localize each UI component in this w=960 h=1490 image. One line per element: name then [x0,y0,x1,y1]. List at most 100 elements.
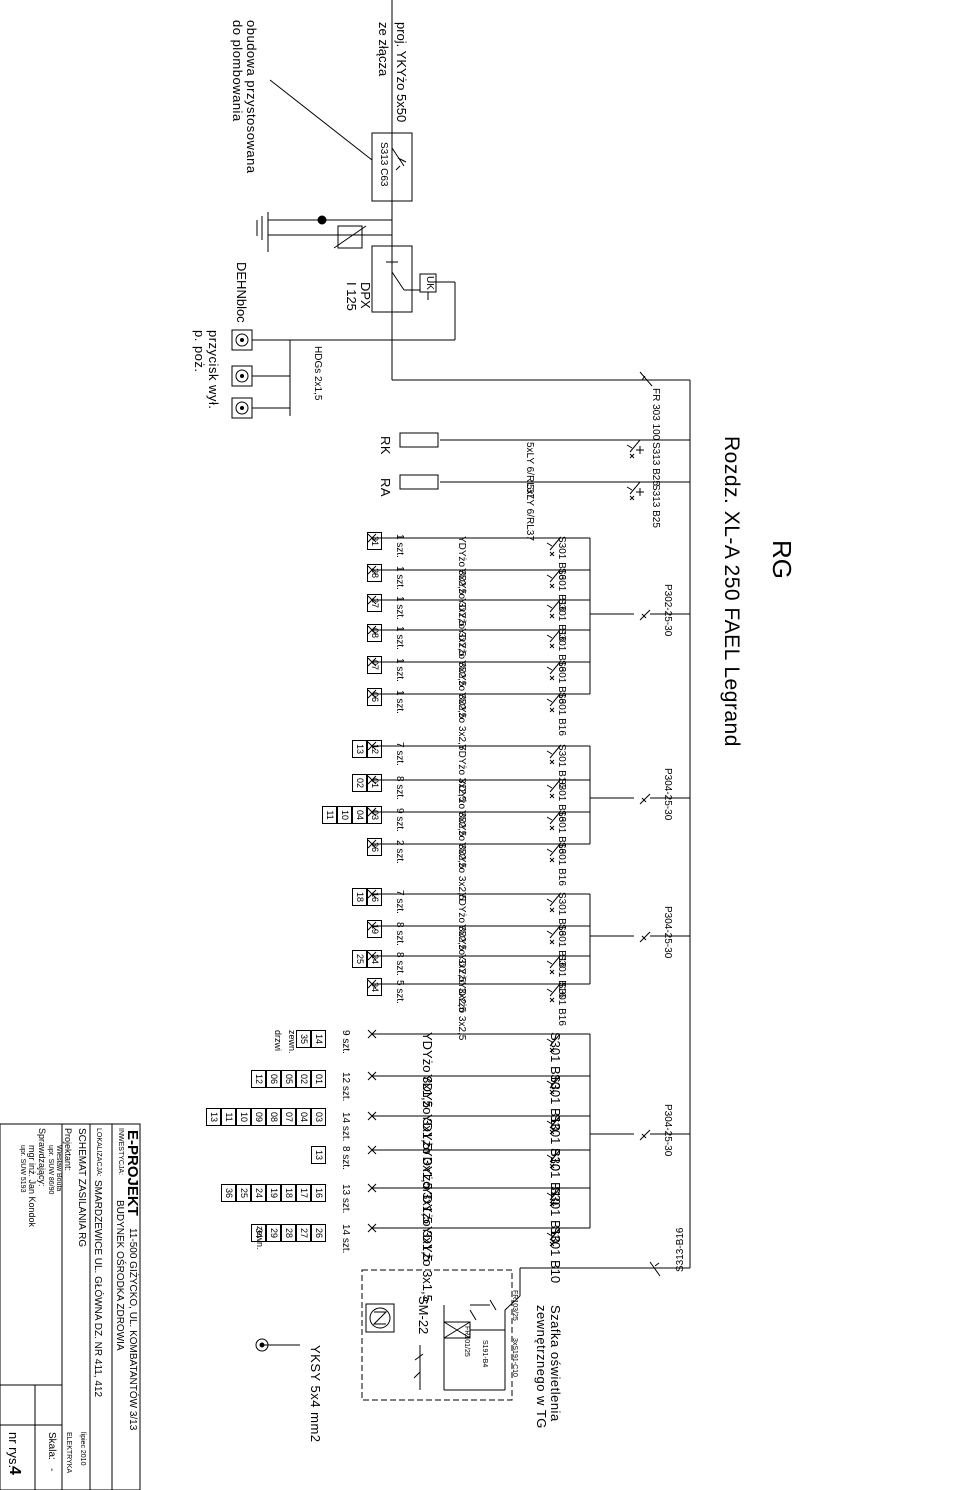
circuit-end-x [368,808,376,816]
fire-cable-label: HDGs 2x1,5 [312,346,323,401]
fr103-label: FR103/25 [511,1290,518,1321]
tb-location: SMARDZEWICE UL. GŁÓWNA DZ. NR 411, 412 [92,1180,103,1398]
light-circuit-id: 06 [266,1070,281,1088]
circuit-id: 13 [352,740,367,758]
breaker-symbol [547,630,560,648]
circuit-id: 18 [352,888,367,906]
supply-origin: ze złącza [376,22,391,77]
circuit-qty: 1 szt. [394,596,405,620]
circuit-breaker: S301 B10 [548,1226,563,1284]
light-circuit-id: 25 [236,1184,251,1202]
rk-ra-arrow [636,488,644,496]
light-circuit-id: 10 [236,1108,251,1126]
supply-cable: proj. YKYżo 5x50 [394,22,409,123]
s191-label: 3xS191-C10 [511,1338,518,1377]
main-breaker-box [372,133,412,201]
dpx-rating: I 125 [344,282,359,311]
outdoor-cable-label: YKSY 5x4 mm2 [308,1345,323,1443]
circuit-end-x [368,840,376,848]
light-circuit-id: 27 [296,1224,311,1242]
rcd-label: P304-25-30 [662,1104,673,1157]
rk-ra-name: RA [378,478,393,498]
circuit-qty: 14 szt. [340,1112,351,1142]
rcd-symbol [640,610,650,620]
light-circuit-id: 13 [311,1146,326,1164]
circuit-qty: 13 szt. [340,1184,351,1214]
breaker-symbol [547,926,560,944]
fr101-label: FR101/25 [463,1326,470,1357]
light-circuit-id: 02 [296,1070,311,1088]
fire-button-label-1: przycisk wył. [206,330,221,410]
circuit-id: 11 [322,806,337,824]
breaker-symbol [547,1150,560,1168]
board-code: RG [767,540,797,579]
rk-ra-box [400,433,438,447]
circuit-end-x [368,626,376,634]
tb-checker-label: Sprawdzający: [37,1128,47,1187]
circuit-id: 34 [367,978,382,996]
circuit-breaker: S301 B16 [556,982,567,1026]
circuit-qty: 12 szt. [340,1072,351,1102]
breaker-symbol [547,1116,560,1134]
fr-switch [640,372,652,386]
light-circuit-id: 24 [251,1184,266,1202]
uk-label: UK [424,276,435,290]
tb-sheet: 4 [6,1466,23,1475]
tb-drawing: SCHEMAT ZASILANIA RG [76,1128,87,1248]
surge-label: DEHNbloc [234,262,249,323]
tb-checker: mgr inż. Jan Kondok [27,1145,37,1228]
circuit-qty: 9 szt. [340,1030,351,1054]
circuit-end-x [368,566,376,574]
circuit-qty: 2 szt. [394,840,405,864]
circuit-qty: 7 szt. [394,742,405,766]
circuit-id: 06 [367,688,382,706]
circuit-id: 25 [352,950,367,968]
rk-ra-arrow [636,446,644,454]
circuit-end-x [368,596,376,604]
light-circuit-id: 36 [221,1184,236,1202]
dpx-label: DPX [358,282,373,309]
circuit-end-x [368,1224,376,1232]
circuit-qty: 9 szt. [394,808,405,832]
circuit-id: 28 [367,564,382,582]
circuit-end-x [368,1184,376,1192]
rcd-label: P302-25-30 [662,584,673,637]
housing-note-2: do plombowania [230,20,245,122]
fire-button-label-2: p. poż. [192,330,207,373]
circuit-end-x [368,890,376,898]
circuit-id: 02 [352,774,367,792]
circuit-qty: 8 szt. [394,952,405,976]
tb-inv-label: INWESTYCJA: [117,1128,124,1176]
light-circuit-id: 03 [311,1108,326,1126]
breaker-symbol [547,662,560,680]
circuit-breaker: S301 B16 [556,692,567,736]
board-title: Rozdz. XL-A 250 FAEL Legrand [720,436,743,747]
circuit-qty: 14 szt. [340,1224,351,1254]
dpx-contact [386,258,404,290]
light-circuit-id: 18 [281,1184,296,1202]
light-circuit-id: 14 [311,1030,326,1048]
breaker-symbol [547,812,560,830]
light-circuit-id: 01 [311,1070,326,1088]
circuit-qty: 1 szt. [394,658,405,682]
circuit-end-x [368,980,376,988]
circuit-id: 36 [367,838,382,856]
circuit-end-x [368,776,376,784]
circuit-end-x [368,690,376,698]
breaker-symbol [547,1076,560,1094]
title-block-frame [0,1124,140,1490]
breaker-symbol [547,1188,560,1206]
light-circuit-id: 19 [266,1184,281,1202]
breaker-symbol [547,844,560,862]
light-circuit-id: 08 [266,1108,281,1126]
circuit-qty: 7 szt. [394,890,405,914]
circuit-id: 10 [337,806,352,824]
dpx-box [372,246,412,312]
rcd-symbol [640,1130,650,1140]
circuit-end-x [368,658,376,666]
fr-label: FR 303 100 [650,388,661,441]
note-zewn: zewn. [287,1030,297,1054]
circuit-qty: 1 szt. [394,534,405,558]
